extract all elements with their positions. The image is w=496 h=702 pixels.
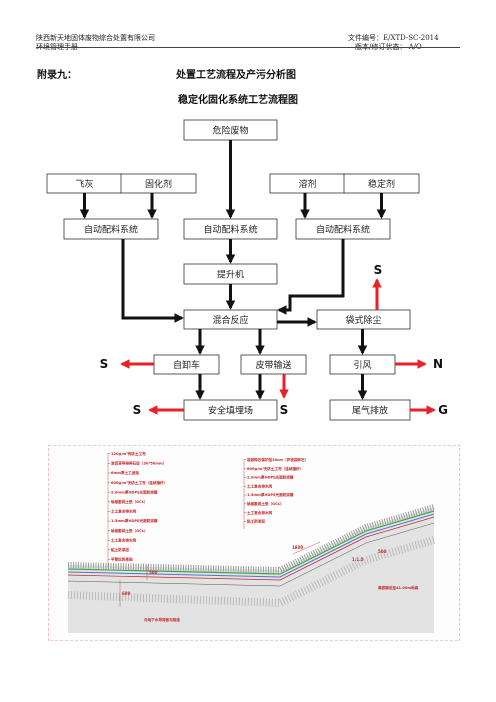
right-layer-label-5: 钠基膨润土垫（GCL） [247, 501, 284, 506]
right-layer-label-6: 土工复合排水网 [247, 510, 273, 515]
label-exhaust: 尾气排放 [352, 405, 388, 417]
left-layer-label-2: 6mm厚土工滤毡 [111, 470, 139, 475]
left-layer-label-7: 1.5mm厚HDPE光面防渗膜 [111, 518, 158, 523]
header-rule [36, 47, 460, 48]
page-subtitle: 稳定化固化系统工艺流程图 [178, 95, 298, 106]
label-dump-truck: 自卸车 [173, 359, 200, 371]
left-layer-label-6: 土工复合排水网 [111, 509, 137, 514]
right-layer-label-4: 1.5mm厚HDPE光面防渗膜 [247, 492, 294, 497]
elevation-note: 库底铺设至41.00m标高 [377, 585, 419, 590]
left-layer-label-10: 粘土防渗层 [110, 547, 129, 552]
box-solidifier [120, 173, 197, 194]
label-auto-batch-3: 自动配料系统 [316, 224, 370, 236]
header-company: 陕西新天地固体废物综合处置有限公司 [36, 34, 155, 42]
label-solid-waste-landfill: S [133, 403, 142, 417]
label-bag-filter: 袋式除尘 [345, 314, 381, 326]
box-auto-batch-1 [63, 218, 159, 240]
label-noise-fan: N [433, 357, 443, 371]
label-hazardous-waste: 危险废物 [212, 125, 248, 137]
box-belt-conveyor [240, 354, 307, 375]
left-layer-label-9: 土工复合排水网 [111, 537, 137, 542]
liner-clay-line [67, 522, 435, 587]
box-mixing-reaction [183, 309, 278, 330]
label-landfill: 安全填埋场 [208, 405, 253, 417]
label-elevator: 提升机 [217, 269, 244, 281]
process-flow-chart: 危险废物 飞灰 固化剂 溶剂 稳定剂 自动配料系统 自动配料系统 自动配料系统 … [46, 119, 448, 421]
label-auto-batch-2: 自动配料系统 [203, 224, 257, 236]
dim-slope: 1:1.5 [352, 557, 364, 562]
label-solidifier: 固化剂 [145, 178, 172, 190]
left-layer-label-0: 120g/m²有纺土工布 [111, 451, 146, 456]
left-layer-label-8: 钠基膨润土垫（GCL） [111, 528, 148, 533]
liner-hdpe-green [67, 510, 435, 575]
left-layer-label-5: 钠基膨润土垫（GCL） [111, 499, 148, 504]
left-layer-label-4: 2.0mm厚HDPE光面防渗膜 [111, 489, 158, 494]
label-solvent: 溶剂 [298, 178, 316, 190]
dim-line-1800 [292, 541, 321, 555]
appendix-label: 附录九： [37, 70, 77, 81]
label-solid-waste-truck: S [100, 357, 109, 371]
bottom-note: 与地下水导排盲沟相连 [144, 617, 180, 622]
right-layer-label-0: 袋装碎石保护层30cm（护坡袋碎石） [246, 457, 308, 462]
dim-500-left: 500 [149, 570, 158, 575]
right-layer-labels: 袋装碎石保护层30cm（护坡袋碎石） 600g/m²无纺土工布（连续缝纤） 2.0m… [244, 457, 308, 524]
left-layer-label-11: 平整后的基础 [111, 557, 133, 562]
arrow-batch1-to-mixing [121, 239, 184, 323]
liner-hdpe-blue [67, 513, 435, 578]
header-doc-no: 文件编号：E/XTD-SC-2014 [348, 34, 439, 42]
gravel-top-layer [67, 504, 435, 574]
label-gas-exhaust: G [438, 403, 448, 417]
label-belt-conveyor: 皮带输送 [255, 359, 291, 371]
arrow-batch3-to-mixing [277, 239, 345, 315]
dim-600: 600 [122, 591, 131, 596]
label-auto-batch-1: 自动配料系统 [84, 224, 138, 236]
liner-gcl-red [67, 516, 435, 581]
label-fly-ash: 飞灰 [75, 178, 93, 190]
label-solid-waste-bagfilter: S [374, 263, 383, 277]
right-layer-label-2: 2.0mm厚HDPE光面防渗膜 [247, 475, 294, 480]
label-stabilizer: 稳定剂 [368, 178, 395, 190]
label-mixing-reaction: 混合反应 [212, 314, 248, 326]
right-layer-label-1: 600g/m²无纺土工布（连续缝纤） [247, 466, 303, 471]
dim-1800: 1800 [292, 545, 303, 550]
label-solid-waste-belt: S [280, 403, 289, 417]
dim-500-right: 500 [378, 549, 387, 554]
right-layer-label-7: 粘土防渗层 [246, 519, 265, 524]
label-induced-draft: 引风 [353, 360, 371, 371]
left-layer-label-1: 渗沥液导排碎石层（30*50mm） [111, 461, 166, 466]
page-title: 处置工艺流程及产污分析图 [176, 70, 296, 81]
left-layer-label-3: 600g/m²无纺土工布（连续缝纤） [111, 480, 167, 485]
right-layer-label-3: 土工复合排水网 [247, 483, 273, 488]
